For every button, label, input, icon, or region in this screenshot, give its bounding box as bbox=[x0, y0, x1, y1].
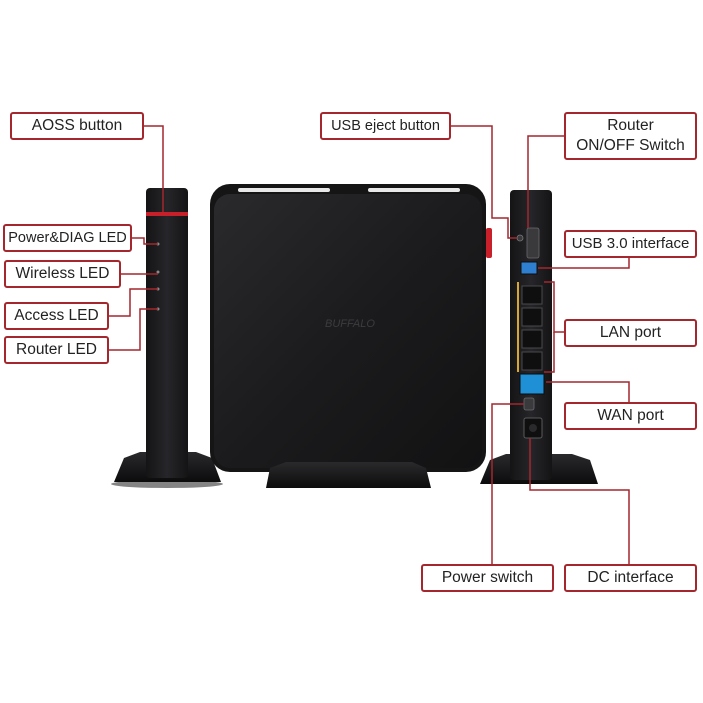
label-aoss-button: AOSS button bbox=[10, 112, 144, 140]
leader-usb-eject bbox=[451, 125, 517, 239]
aoss-side-accent bbox=[486, 228, 492, 258]
leader-usb-interface bbox=[538, 257, 630, 269]
label-usb-interface: USB 3.0 interface bbox=[564, 230, 697, 258]
left-body bbox=[146, 188, 188, 478]
lan-port-1 bbox=[521, 285, 543, 305]
lan-port-4 bbox=[521, 351, 543, 371]
label-router-switch-line1: Router bbox=[607, 117, 654, 134]
usb-eject-shape bbox=[516, 234, 524, 242]
label-access-led: Access LED bbox=[4, 302, 109, 330]
lan-strip-shape bbox=[517, 282, 519, 372]
label-lan-port: LAN port bbox=[564, 319, 697, 347]
leader-power-diag-led bbox=[132, 237, 158, 245]
router-side-view-right bbox=[480, 190, 598, 484]
label-wan-port: WAN port bbox=[564, 402, 697, 430]
label-router-switch: Router ON/OFF Switch bbox=[564, 112, 697, 160]
front-stand bbox=[266, 462, 431, 488]
label-dc-interface: DC interface bbox=[564, 564, 697, 592]
leader-router-led bbox=[109, 308, 158, 351]
leader-wan-port bbox=[546, 381, 630, 402]
leader-lan-port-b bbox=[544, 332, 555, 373]
leader-access-led bbox=[109, 288, 158, 317]
label-power-switch: Power switch bbox=[421, 564, 554, 592]
label-wireless-led: Wireless LED bbox=[4, 260, 121, 288]
dc-jack-hole bbox=[529, 424, 537, 432]
router-front-view: BUFFALO bbox=[210, 184, 486, 488]
led-strip-top bbox=[146, 212, 188, 216]
label-router-switch-line2: ON/OFF Switch bbox=[576, 137, 685, 154]
router-switch-shape bbox=[526, 227, 540, 259]
label-usb-eject-button: USB eject button bbox=[320, 112, 451, 140]
leader-lines bbox=[109, 125, 630, 566]
front-logo: BUFFALO bbox=[325, 318, 375, 330]
wan-port-shape bbox=[519, 373, 545, 395]
vent-slot-left bbox=[238, 188, 330, 192]
left-stand-shadow bbox=[111, 480, 223, 488]
power-switch-shape bbox=[523, 397, 535, 411]
leader-aoss-button bbox=[144, 125, 164, 212]
leader-lan-port bbox=[544, 281, 564, 333]
leader-dc-interface bbox=[529, 438, 630, 566]
leader-router-switch bbox=[527, 135, 564, 228]
lan-port-2 bbox=[521, 307, 543, 327]
usb-port-shape bbox=[520, 261, 538, 275]
label-power-diag-led: Power&DIAG LED bbox=[3, 224, 132, 252]
leader-power-switch bbox=[491, 403, 524, 566]
wireless-led-dot bbox=[156, 270, 160, 274]
vent-slot-right bbox=[368, 188, 460, 192]
front-panel bbox=[214, 194, 482, 468]
label-router-led: Router LED bbox=[4, 336, 109, 364]
lan-port-3 bbox=[521, 329, 543, 349]
router-side-view-left bbox=[111, 188, 223, 488]
